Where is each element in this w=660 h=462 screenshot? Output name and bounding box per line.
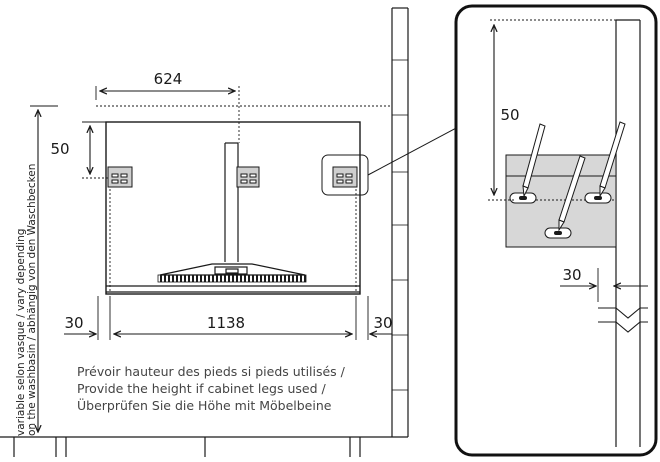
dimension-bottom xyxy=(64,296,392,340)
note-line-3: Überprüfen Sie die Höhe mit Möbelbeine xyxy=(77,397,332,413)
bracket-right xyxy=(332,166,358,188)
dimension-50-left: 50 xyxy=(50,121,108,179)
detail-view xyxy=(454,4,658,457)
detail-dimension-30-label: 30 xyxy=(562,266,581,284)
note-line-1: Prévoir hauteur des pieds si pieds utili… xyxy=(77,364,346,379)
variable-height-label-line2: on the washbasin / abhängig von den Wasc… xyxy=(26,164,38,436)
dimension-30-right-label: 30 xyxy=(373,314,392,332)
bracket-center xyxy=(236,166,260,188)
dimension-624: 624 xyxy=(95,70,240,143)
floor xyxy=(0,436,408,457)
variable-height-label: variable selon vasque / vary depending o… xyxy=(15,164,38,436)
dimension-50-left-label: 50 xyxy=(50,140,69,158)
dimension-1138-label: 1138 xyxy=(207,314,245,332)
wall xyxy=(391,7,409,437)
detail-dimension-50-label: 50 xyxy=(500,106,519,124)
dimension-624-label: 624 xyxy=(154,70,183,88)
dimension-30-left-label: 30 xyxy=(64,314,83,332)
variable-height-label-line1: variable selon vasque / vary depending xyxy=(15,229,27,436)
note-line-2: Provide the height if cabinet legs used … xyxy=(77,381,326,396)
variable-height-dimension xyxy=(30,105,58,432)
bracket-left xyxy=(107,166,133,188)
siphon-support xyxy=(157,142,307,283)
